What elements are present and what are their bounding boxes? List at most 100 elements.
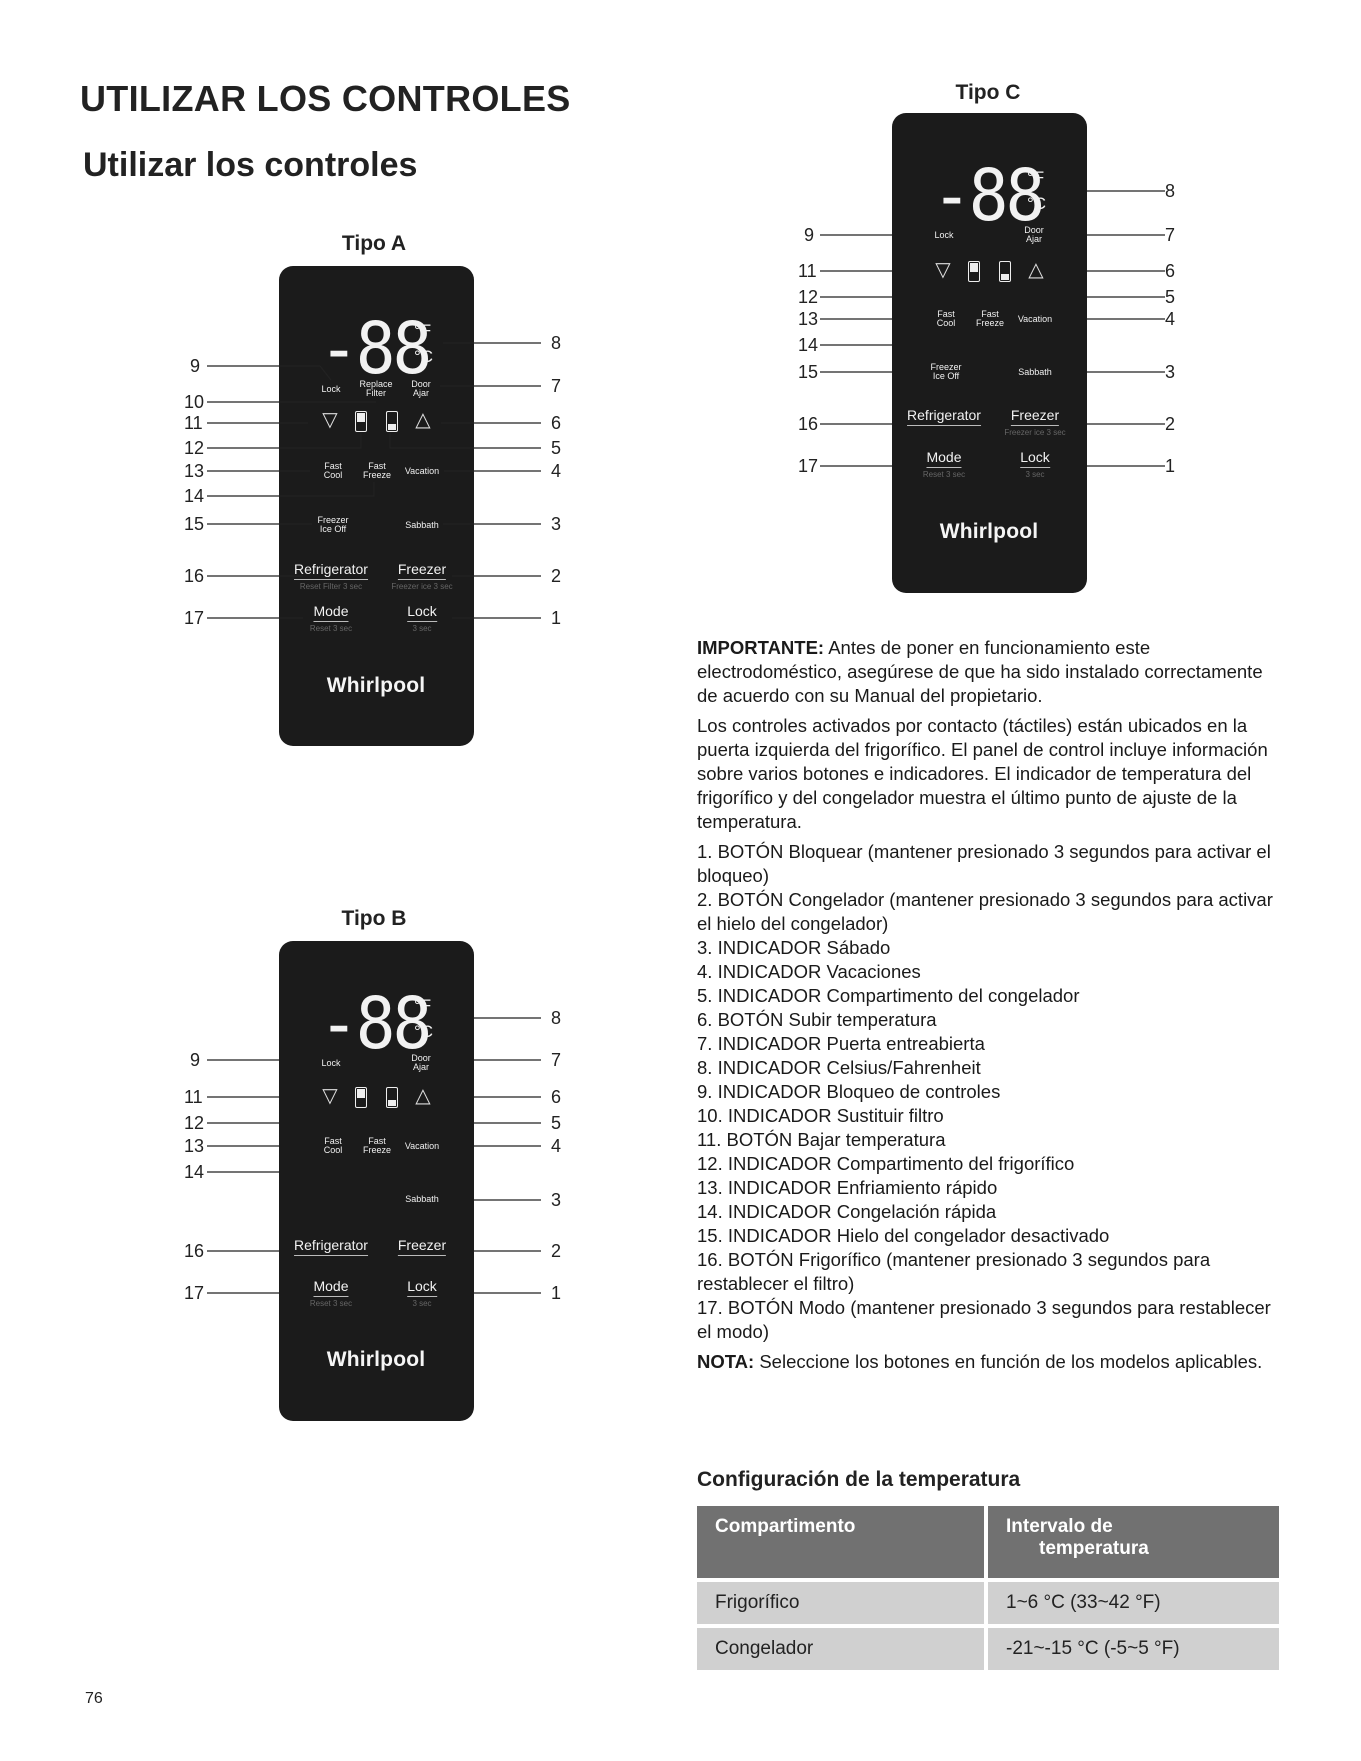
mode-sub-label: Reset 3 sec <box>309 1299 353 1308</box>
callout-a-2: 2 <box>551 566 562 586</box>
whirlpool-logo: Whirlpool <box>939 520 1039 543</box>
fridge-compartment-icon <box>968 261 980 282</box>
table-cell: 1~6 °C (33~42 °F) <box>988 1582 1279 1624</box>
list-item: 12. INDICADOR Compartimento del frigoríf… <box>697 1153 1075 1174</box>
freezer-compartment-icon <box>386 411 398 432</box>
celsius-indicator: °C <box>414 347 434 366</box>
temp-down-icon[interactable]: ▽ <box>322 409 338 431</box>
list-item: 10. INDICADOR Sustituir filtro <box>697 1105 944 1126</box>
whirlpool-logo: Whirlpool <box>326 674 426 697</box>
list-item: 11. BOTÓN Bajar temperatura <box>697 1129 946 1150</box>
callout-a-13: 13 <box>184 461 205 481</box>
mode-sub-label: Reset 3 sec <box>922 470 966 479</box>
callout-b-14: 14 <box>184 1162 205 1182</box>
fast-freeze-indicator: Fast Freeze <box>362 461 391 481</box>
lock-button[interactable]: Lock <box>407 1278 437 1297</box>
callout-b-8: 8 <box>551 1008 562 1028</box>
callout-c-17: 17 <box>798 456 819 476</box>
freezer-button[interactable]: Freezer <box>1010 407 1060 426</box>
callout-c-12: 12 <box>798 287 819 307</box>
temp-up-icon[interactable]: △ <box>415 1085 431 1107</box>
callout-a-3: 3 <box>551 514 562 534</box>
list-item: 2. BOTÓN Congelador (mantener presionado… <box>697 889 1273 934</box>
temp-down-icon[interactable]: ▽ <box>935 259 951 281</box>
callout-b-12: 12 <box>184 1113 205 1133</box>
mode-button[interactable]: Mode <box>313 603 349 622</box>
controls-list: 1. BOTÓN Bloquear (mantener presionado 3… <box>697 840 1287 1344</box>
panel-b-title: Tipo B <box>341 907 407 930</box>
panel-c-title: Tipo C <box>955 81 1021 104</box>
whirlpool-logo: Whirlpool <box>326 1348 426 1371</box>
list-item: 17. BOTÓN Modo (mantener presionado 3 se… <box>697 1297 1271 1342</box>
list-item: 7. INDICADOR Puerta entreabierta <box>697 1033 985 1054</box>
note-label: NOTA: <box>697 1351 755 1372</box>
door-ajar-indicator: Door Ajar <box>411 1053 431 1073</box>
mode-button[interactable]: Mode <box>926 449 962 468</box>
callout-a-4: 4 <box>551 461 562 481</box>
refrigerator-button[interactable]: Refrigerator <box>294 561 368 580</box>
mode-sub-label: Reset 3 sec <box>309 624 353 633</box>
callout-a-10: 10 <box>184 392 205 412</box>
temp-down-icon[interactable]: ▽ <box>322 1085 338 1107</box>
callout-c-6: 6 <box>1165 261 1176 281</box>
fahrenheit-indicator: °F <box>414 996 432 1015</box>
temp-up-icon[interactable]: △ <box>1028 259 1044 281</box>
callout-a-5: 5 <box>551 438 562 458</box>
callout-b-5: 5 <box>551 1113 562 1133</box>
sabbath-indicator: Sabbath <box>405 520 439 530</box>
freezer-button[interactable]: Freezer <box>397 1237 447 1256</box>
freezer-button[interactable]: Freezer <box>397 561 447 580</box>
callout-a-17: 17 <box>184 608 205 628</box>
callout-b-9: 9 <box>190 1050 201 1070</box>
callout-c-7: 7 <box>1165 225 1176 245</box>
panel-b: -88 °F °C Lock Door Ajar ▽ △ Fast Cool F… <box>279 941 474 1421</box>
fast-cool-indicator: Fast Cool <box>323 1136 343 1156</box>
list-item: 13. INDICADOR Enfriamiento rápido <box>697 1177 998 1198</box>
fast-freeze-indicator: Fast Freeze <box>362 1136 391 1156</box>
temperature-display: -88 <box>319 981 432 1066</box>
lock-indicator: Lock <box>321 1058 341 1068</box>
lock-sub-label: 3 sec <box>412 1299 432 1308</box>
mode-button[interactable]: Mode <box>313 1278 349 1297</box>
lock-button[interactable]: Lock <box>1020 449 1050 468</box>
door-ajar-indicator: Door Ajar <box>411 379 431 399</box>
callout-c-15: 15 <box>798 362 819 382</box>
fahrenheit-indicator: °F <box>1027 168 1045 187</box>
vacation-indicator: Vacation <box>404 466 440 476</box>
freezer-ice-off-indicator: Freezer Ice Off <box>317 515 349 535</box>
celsius-indicator: °C <box>1027 194 1047 213</box>
callout-c-5: 5 <box>1165 287 1176 307</box>
callout-b-6: 6 <box>551 1087 562 1107</box>
celsius-indicator: °C <box>414 1022 434 1041</box>
refrigerator-button[interactable]: Refrigerator <box>907 407 981 426</box>
freezer-sub-label: Freezer ice 3 sec <box>1004 428 1066 437</box>
callout-c-8: 8 <box>1165 181 1176 201</box>
callout-c-11: 11 <box>798 261 817 281</box>
list-item: 8. INDICADOR Celsius/Fahrenheit <box>697 1057 981 1078</box>
fast-cool-indicator: Fast Cool <box>323 461 343 481</box>
callout-b-13: 13 <box>184 1136 205 1156</box>
lock-indicator: Lock <box>321 384 341 394</box>
lock-indicator: Lock <box>934 230 954 240</box>
callout-c-2: 2 <box>1165 414 1176 434</box>
temperature-display: -88 <box>319 306 432 391</box>
callout-b-2: 2 <box>551 1241 562 1261</box>
panel-a: -88 °F °C Lock Replace Filter Door Ajar … <box>279 266 474 746</box>
lock-button[interactable]: Lock <box>407 603 437 622</box>
freezer-ice-off-indicator: Freezer Ice Off <box>930 362 962 382</box>
callout-b-4: 4 <box>551 1136 562 1156</box>
table-cell: -21~-15 °C (-5~5 °F) <box>988 1628 1279 1670</box>
intro-paragraph: Los controles activados por contacto (tá… <box>697 715 1268 832</box>
fast-cool-indicator: Fast Cool <box>936 309 956 329</box>
callout-a-9: 9 <box>190 356 201 376</box>
callout-b-7: 7 <box>551 1050 562 1070</box>
table-row: Congelador -21~-15 °C (-5~5 °F) <box>697 1628 1279 1670</box>
list-item: 6. BOTÓN Subir temperatura <box>697 1009 937 1030</box>
temp-up-icon[interactable]: △ <box>415 409 431 431</box>
table-row: Frigorífico 1~6 °C (33~42 °F) <box>697 1582 1279 1624</box>
refrigerator-sub-label: Reset Filter 3 sec <box>299 582 363 591</box>
refrigerator-button[interactable]: Refrigerator <box>294 1237 368 1256</box>
callout-a-12: 12 <box>184 438 205 458</box>
list-item: 16. BOTÓN Frigorífico (mantener presiona… <box>697 1249 1211 1294</box>
